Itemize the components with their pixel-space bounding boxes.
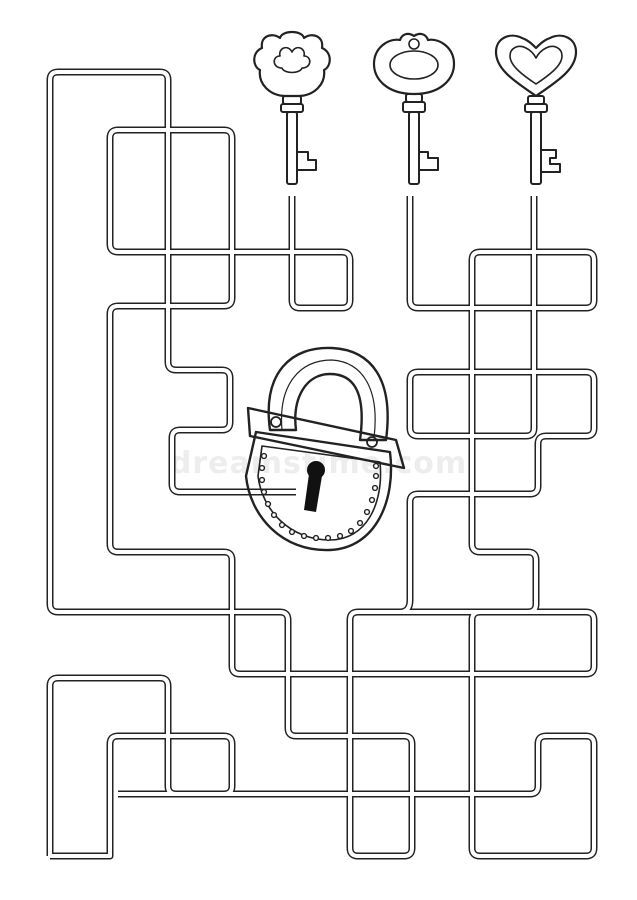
padlock-icon[interactable] <box>244 346 406 552</box>
heart-key-icon[interactable] <box>494 34 578 185</box>
maze-path-lower-left <box>46 674 236 860</box>
oval-key-icon[interactable] <box>372 32 456 185</box>
padlock-rivets <box>258 452 380 542</box>
trefoil-key-icon[interactable] <box>253 30 331 185</box>
keyhole-icon <box>304 461 325 512</box>
maze-paths <box>46 68 598 860</box>
